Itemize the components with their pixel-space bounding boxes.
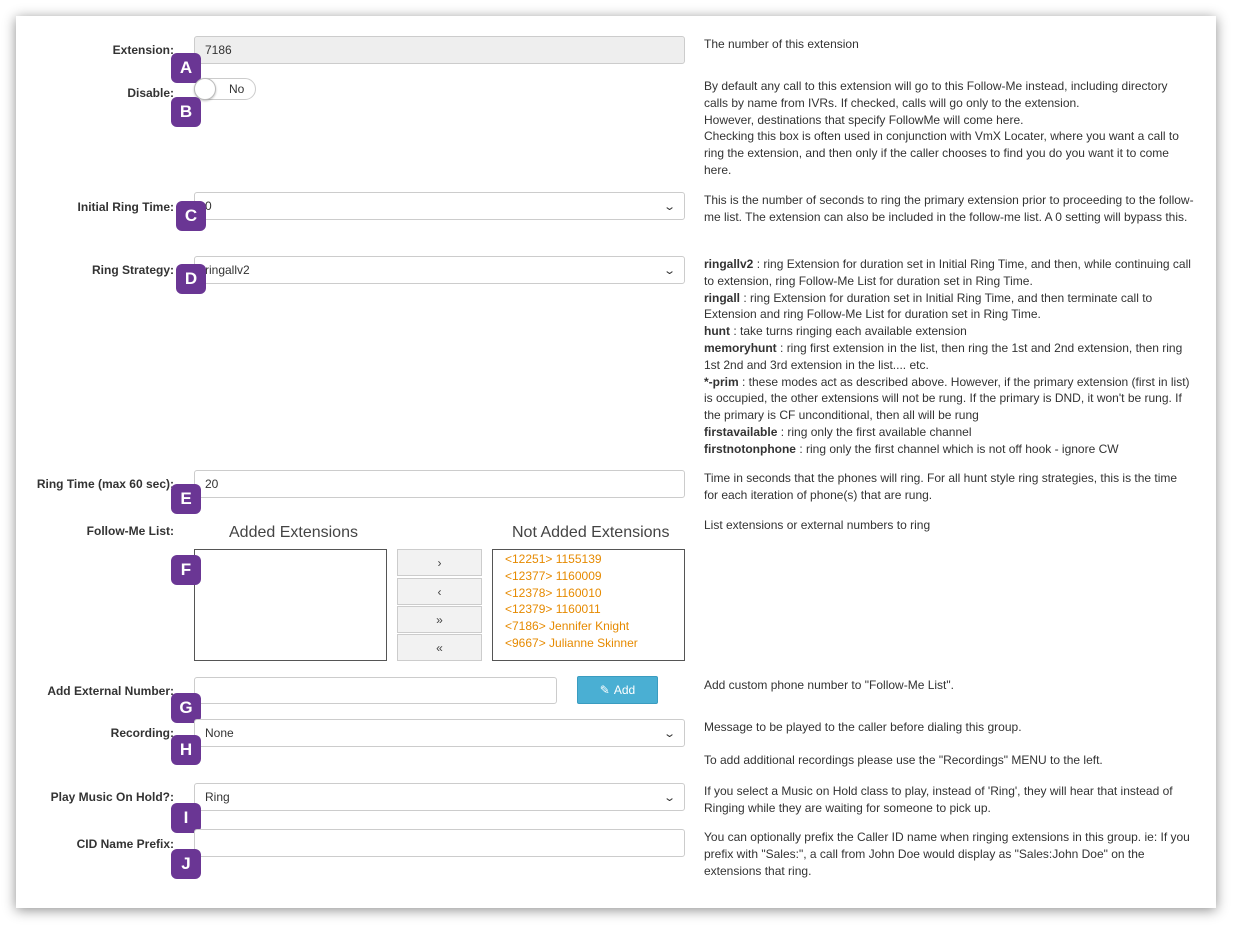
disable-help-line: By default any call to this extension wi… xyxy=(704,79,1168,110)
list-item[interactable]: <12377> 1160009 xyxy=(505,568,602,583)
recording-help-menu: To add additional recordings please use … xyxy=(704,753,1103,767)
remove-selected-button[interactable]: ‹ xyxy=(397,578,482,605)
music-on-hold-label: Play Music On Hold?: xyxy=(50,790,174,804)
settings-card xyxy=(16,16,1216,908)
toggle-knob xyxy=(194,78,216,100)
list-item[interactable]: <12378> 1160010 xyxy=(505,585,602,600)
list-item[interactable]: <7186> Jennifer Knight xyxy=(505,619,630,634)
not-added-extensions-list[interactable]: <12251> 1155139 <12377> 1160009 <12378> … xyxy=(492,549,685,661)
add-external-help: Add custom phone number to "Follow-Me Li… xyxy=(704,678,954,692)
edit-icon: ✎ xyxy=(599,683,610,697)
cid-name-prefix-label: CID Name Prefix: xyxy=(76,837,174,851)
ring-strategy-value: ringallv2 xyxy=(205,263,250,277)
badge-d: D xyxy=(176,264,206,294)
extension-help: The number of this extension xyxy=(704,37,859,51)
badge-j: J xyxy=(171,849,201,879)
add-button-label: Add xyxy=(613,683,636,697)
recording-select[interactable]: None ⌄ xyxy=(194,719,685,747)
music-on-hold-help: If you select a Music on Hold class to p… xyxy=(704,784,1173,815)
disable-help-line: Checking this box is often used in conju… xyxy=(704,129,1179,177)
added-extensions-title: Added Extensions xyxy=(229,524,358,541)
followme-list-help: List extensions or external numbers to r… xyxy=(704,518,931,532)
badge-a: A xyxy=(171,53,201,83)
strategy-item: *-prim : these modes act as described ab… xyxy=(704,374,1190,423)
ring-time-input[interactable]: 20 xyxy=(194,470,685,498)
add-external-number-input[interactable] xyxy=(194,677,557,704)
added-extensions-list[interactable] xyxy=(194,549,387,661)
strategy-item: firstnotonphone : ring only the first ch… xyxy=(704,441,1119,456)
extension-value: 7186 xyxy=(205,43,232,57)
initial-ring-time-select[interactable]: 0 ⌄ xyxy=(194,192,685,220)
recording-help: Message to be played to the caller befor… xyxy=(704,720,1022,734)
disable-help: By default any call to this extension wi… xyxy=(704,78,1194,179)
badge-i: I xyxy=(171,803,201,833)
initial-ring-time-value: 0 xyxy=(205,199,212,213)
recording-label: Recording: xyxy=(110,726,174,740)
add-all-button[interactable]: » xyxy=(397,606,482,633)
strategy-item: hunt : take turns ringing each available… xyxy=(704,324,967,339)
chevron-down-icon: ⌄ xyxy=(662,264,676,277)
ring-time-value: 20 xyxy=(205,477,219,491)
badge-f: F xyxy=(171,555,201,585)
add-external-button[interactable]: ✎ Add xyxy=(577,676,658,704)
ring-strategy-help: ringallv2 : ring Extension for duration … xyxy=(704,256,1194,458)
disable-toggle[interactable]: No xyxy=(194,78,256,100)
chevron-down-icon: ⌄ xyxy=(662,791,676,804)
badge-g: G xyxy=(171,693,201,723)
chevron-down-icon: ⌄ xyxy=(662,200,676,213)
badge-h: H xyxy=(171,735,201,765)
strategy-item: ringallv2 : ring Extension for duration … xyxy=(704,257,1191,288)
list-item[interactable]: <12379> 1160011 xyxy=(505,602,601,617)
music-on-hold-select[interactable]: Ring ⌄ xyxy=(194,783,685,811)
disable-help-line: However, destinations that specify Follo… xyxy=(704,112,1024,127)
add-external-number-label: Add External Number: xyxy=(47,684,174,698)
badge-b: B xyxy=(171,97,201,127)
strategy-item: firstavailable : ring only the first ava… xyxy=(704,424,972,439)
strategy-item: ringall : ring Extension for duration se… xyxy=(704,290,1153,322)
extension-label: Extension: xyxy=(112,43,174,57)
add-selected-button[interactable]: › xyxy=(397,549,482,576)
ring-strategy-select[interactable]: ringallv2 ⌄ xyxy=(194,256,685,284)
not-added-extensions-title: Not Added Extensions xyxy=(512,524,670,541)
ring-time-label: Ring Time (max 60 sec): xyxy=(36,477,174,491)
ring-time-help: Time in seconds that the phones will rin… xyxy=(704,471,1178,502)
chevron-down-icon: ⌄ xyxy=(662,727,676,740)
list-item[interactable]: <9667> Julianne Skinner xyxy=(505,635,638,650)
recording-value: None xyxy=(205,726,234,740)
list-item[interactable]: <12251> 1155139 xyxy=(505,552,602,566)
music-on-hold-value: Ring xyxy=(205,790,230,804)
remove-all-button[interactable]: « xyxy=(397,634,482,661)
cid-name-prefix-input[interactable] xyxy=(194,829,685,857)
badge-c: C xyxy=(176,201,206,231)
badge-e: E xyxy=(171,484,201,514)
strategy-item: memoryhunt : ring first extension in the… xyxy=(704,340,1183,372)
followme-list-label: Follow-Me List: xyxy=(86,524,174,538)
extension-field: 7186 xyxy=(194,36,685,64)
cid-name-prefix-help: You can optionally prefix the Caller ID … xyxy=(704,830,1190,878)
disable-label: Disable: xyxy=(127,86,174,100)
initial-ring-time-label: Initial Ring Time: xyxy=(77,200,174,214)
ring-strategy-label: Ring Strategy: xyxy=(91,263,174,277)
toggle-text: No xyxy=(229,82,245,96)
initial-ring-time-help: This is the number of seconds to ring th… xyxy=(704,193,1194,224)
